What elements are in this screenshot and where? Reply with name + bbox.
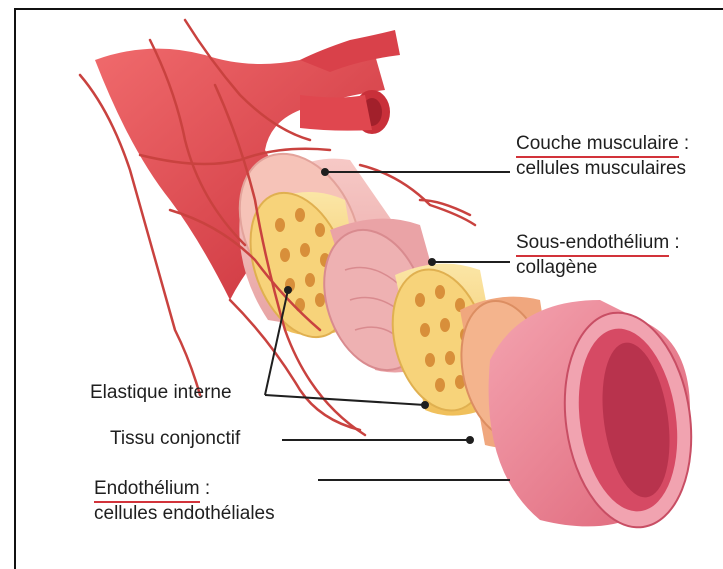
label-sous-title: Sous-endothélium xyxy=(516,232,669,257)
label-endo-title: Endothélium xyxy=(94,478,200,503)
label-sous-colon: : xyxy=(669,232,680,253)
endothelium-tube xyxy=(489,300,705,536)
label-endo-colon: : xyxy=(200,478,211,499)
label-couche-title: Couche musculaire xyxy=(516,133,679,158)
label-sous-endothelium: Sous-endothélium : collagène xyxy=(516,232,680,279)
label-couche-musculaire: Couche musculaire : cellules musculaires xyxy=(516,133,689,180)
label-tissu-conjonctif: Tissu conjonctif xyxy=(110,428,240,450)
label-couche-sub: cellules musculaires xyxy=(516,158,686,179)
label-endo-sub: cellules endothéliales xyxy=(94,503,275,524)
label-endothelium: Endothélium : cellules endothéliales xyxy=(94,478,275,525)
label-couche-colon: : xyxy=(679,133,690,154)
label-elastique-interne: Elastique interne xyxy=(90,382,232,404)
label-sous-sub: collagène xyxy=(516,257,597,278)
